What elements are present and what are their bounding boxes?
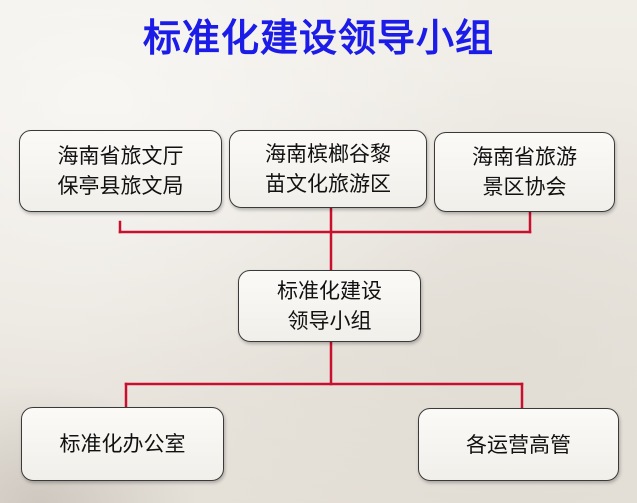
node-hainan-tourism-dept: 海南省旅文厅 保亭县旅文局 (19, 130, 222, 212)
node-operations-managers: 各运营高管 (418, 408, 619, 481)
node-standardization-office: 标准化办公室 (21, 407, 224, 481)
diagram-title: 标准化建设领导小组 (142, 15, 494, 60)
node-scenic-area-association: 海南省旅游 景区协会 (434, 132, 615, 212)
node-binglanggu-scenic-area: 海南槟榔谷黎 苗文化旅游区 (229, 130, 427, 208)
node-leadership-group: 标准化建设 领导小组 (238, 270, 421, 342)
